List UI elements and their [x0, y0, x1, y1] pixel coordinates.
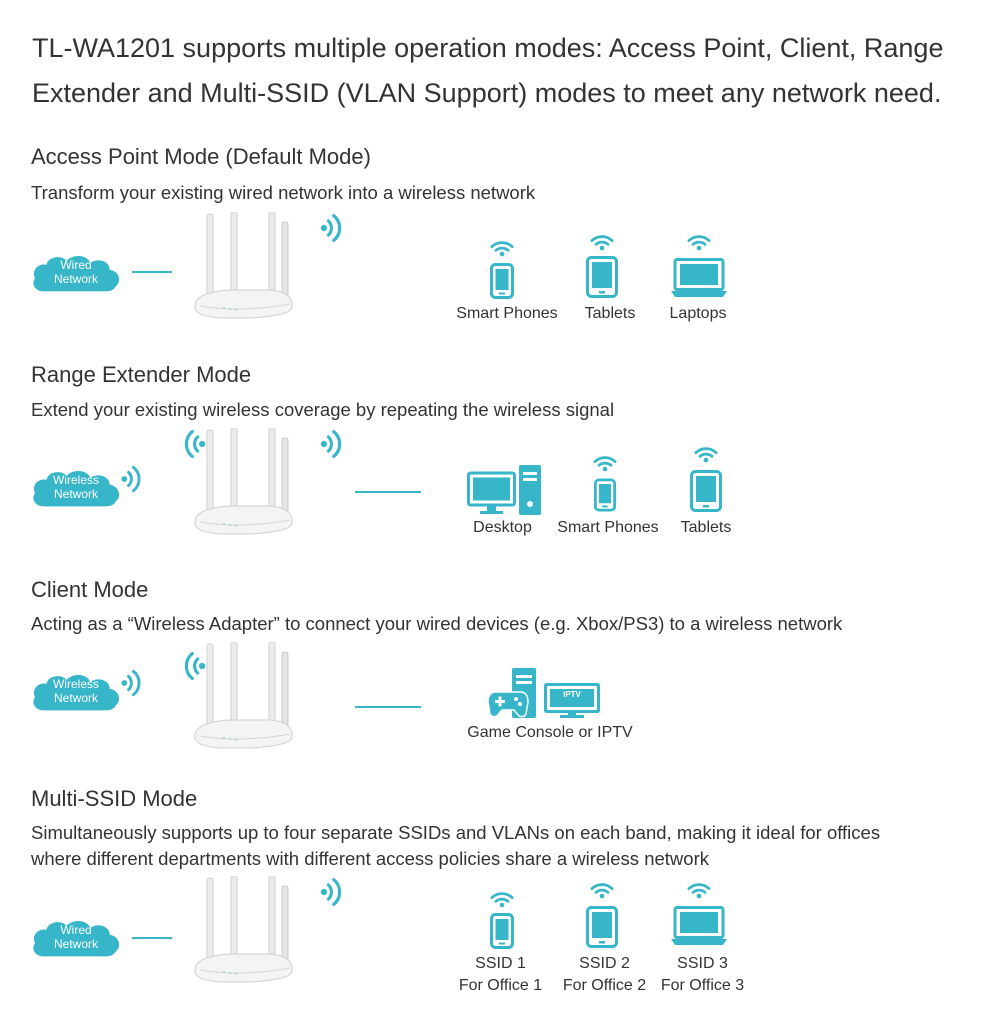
signal-waves-icon [320, 428, 342, 460]
wired-network-cloud: Wired Network [30, 917, 122, 959]
device-label-smart-phones: Smart Phones [557, 519, 659, 536]
tablet-icon [586, 906, 618, 948]
range-extender-desc: Extend your existing wireless coverage b… [31, 399, 615, 420]
device-label-laptops: Laptops [669, 305, 727, 322]
ssid-label-2: SSID 2 For Office 2 [552, 953, 657, 997]
desktop-icon [467, 464, 543, 516]
range-extender-title: Range Extender Mode [31, 362, 252, 387]
cloud-label-line1: Wireless [52, 677, 99, 691]
connection-line [132, 937, 172, 939]
router-image [190, 642, 300, 752]
multi-ssid-desc-line2: where different departments with differe… [31, 848, 709, 869]
wired-network-cloud: Wired Network [30, 252, 122, 294]
connection-line [355, 491, 421, 493]
ap-mode-title: Access Point Mode (Default Mode) [31, 144, 371, 169]
ssid-label-1: SSID 1 For Office 1 [448, 953, 553, 997]
signal-waves-icon [320, 212, 342, 244]
tv-icon [544, 683, 600, 718]
cloud-label-line2: Network [53, 272, 98, 286]
wifi-icon [593, 455, 617, 472]
tablet-icon [690, 470, 722, 512]
smartphone-icon [594, 478, 616, 512]
ssid-name: SSID 1 [475, 955, 526, 972]
ssid-office: For Office 3 [660, 977, 745, 994]
wifi-icon [490, 891, 514, 908]
ssid-office: For Office 1 [458, 977, 543, 994]
cloud-label-line2: Network [53, 691, 98, 705]
connection-line [355, 706, 421, 708]
signal-waves-icon [121, 464, 141, 494]
ap-mode-desc: Transform your existing wired network in… [31, 182, 536, 203]
device-label-smart-phones: Smart Phones [456, 305, 558, 322]
router-image [190, 876, 300, 986]
wifi-icon [694, 446, 718, 463]
cloud-label-line2: Network [53, 937, 98, 951]
ssid-name: SSID 2 [579, 955, 630, 972]
signal-waves-icon [320, 876, 342, 908]
wireless-network-cloud: Wireless Network [30, 467, 122, 509]
tablet-icon [586, 256, 618, 298]
client-mode-title: Client Mode [31, 577, 149, 602]
wifi-icon [590, 882, 614, 899]
device-label-tablets: Tablets [680, 519, 732, 536]
multi-ssid-desc-line1: Simultaneously supports up to four separ… [31, 822, 881, 843]
cloud-label-line1: Wired [60, 923, 92, 937]
ssid-name: SSID 3 [677, 955, 728, 972]
device-label-game-console-iptv: Game Console or IPTV [467, 724, 633, 741]
wifi-icon [590, 234, 614, 251]
multi-ssid-title: Multi-SSID Mode [31, 786, 198, 811]
cloud-label-line1: Wired [60, 258, 92, 272]
cloud-label-line2: Network [53, 487, 98, 501]
iptv-screen-label: IPTV [563, 690, 581, 699]
gamepad-icon [487, 691, 529, 718]
router-image [190, 428, 300, 538]
signal-waves-icon [121, 668, 141, 698]
wifi-icon [490, 240, 514, 257]
game-console-iptv-icon: IPTV [487, 668, 603, 720]
laptop-icon [670, 258, 728, 298]
client-mode-desc: Acting as a “Wireless Adapter” to connec… [31, 613, 843, 634]
wireless-network-cloud: Wireless Network [30, 671, 122, 713]
wifi-icon [687, 234, 711, 251]
ssid-office: For Office 2 [562, 977, 647, 994]
connection-line [132, 271, 172, 273]
smartphone-icon [490, 263, 514, 299]
router-image [190, 212, 300, 322]
cloud-label-line1: Wireless [52, 473, 99, 487]
device-label-tablets: Tablets [584, 305, 636, 322]
ssid-label-3: SSID 3 For Office 3 [650, 953, 755, 997]
laptop-icon [670, 906, 728, 946]
page-headline: TL-WA1201 supports multiple operation mo… [32, 33, 944, 108]
wifi-icon [687, 882, 711, 899]
device-label-desktop: Desktop [473, 519, 532, 536]
smartphone-icon [490, 913, 514, 949]
